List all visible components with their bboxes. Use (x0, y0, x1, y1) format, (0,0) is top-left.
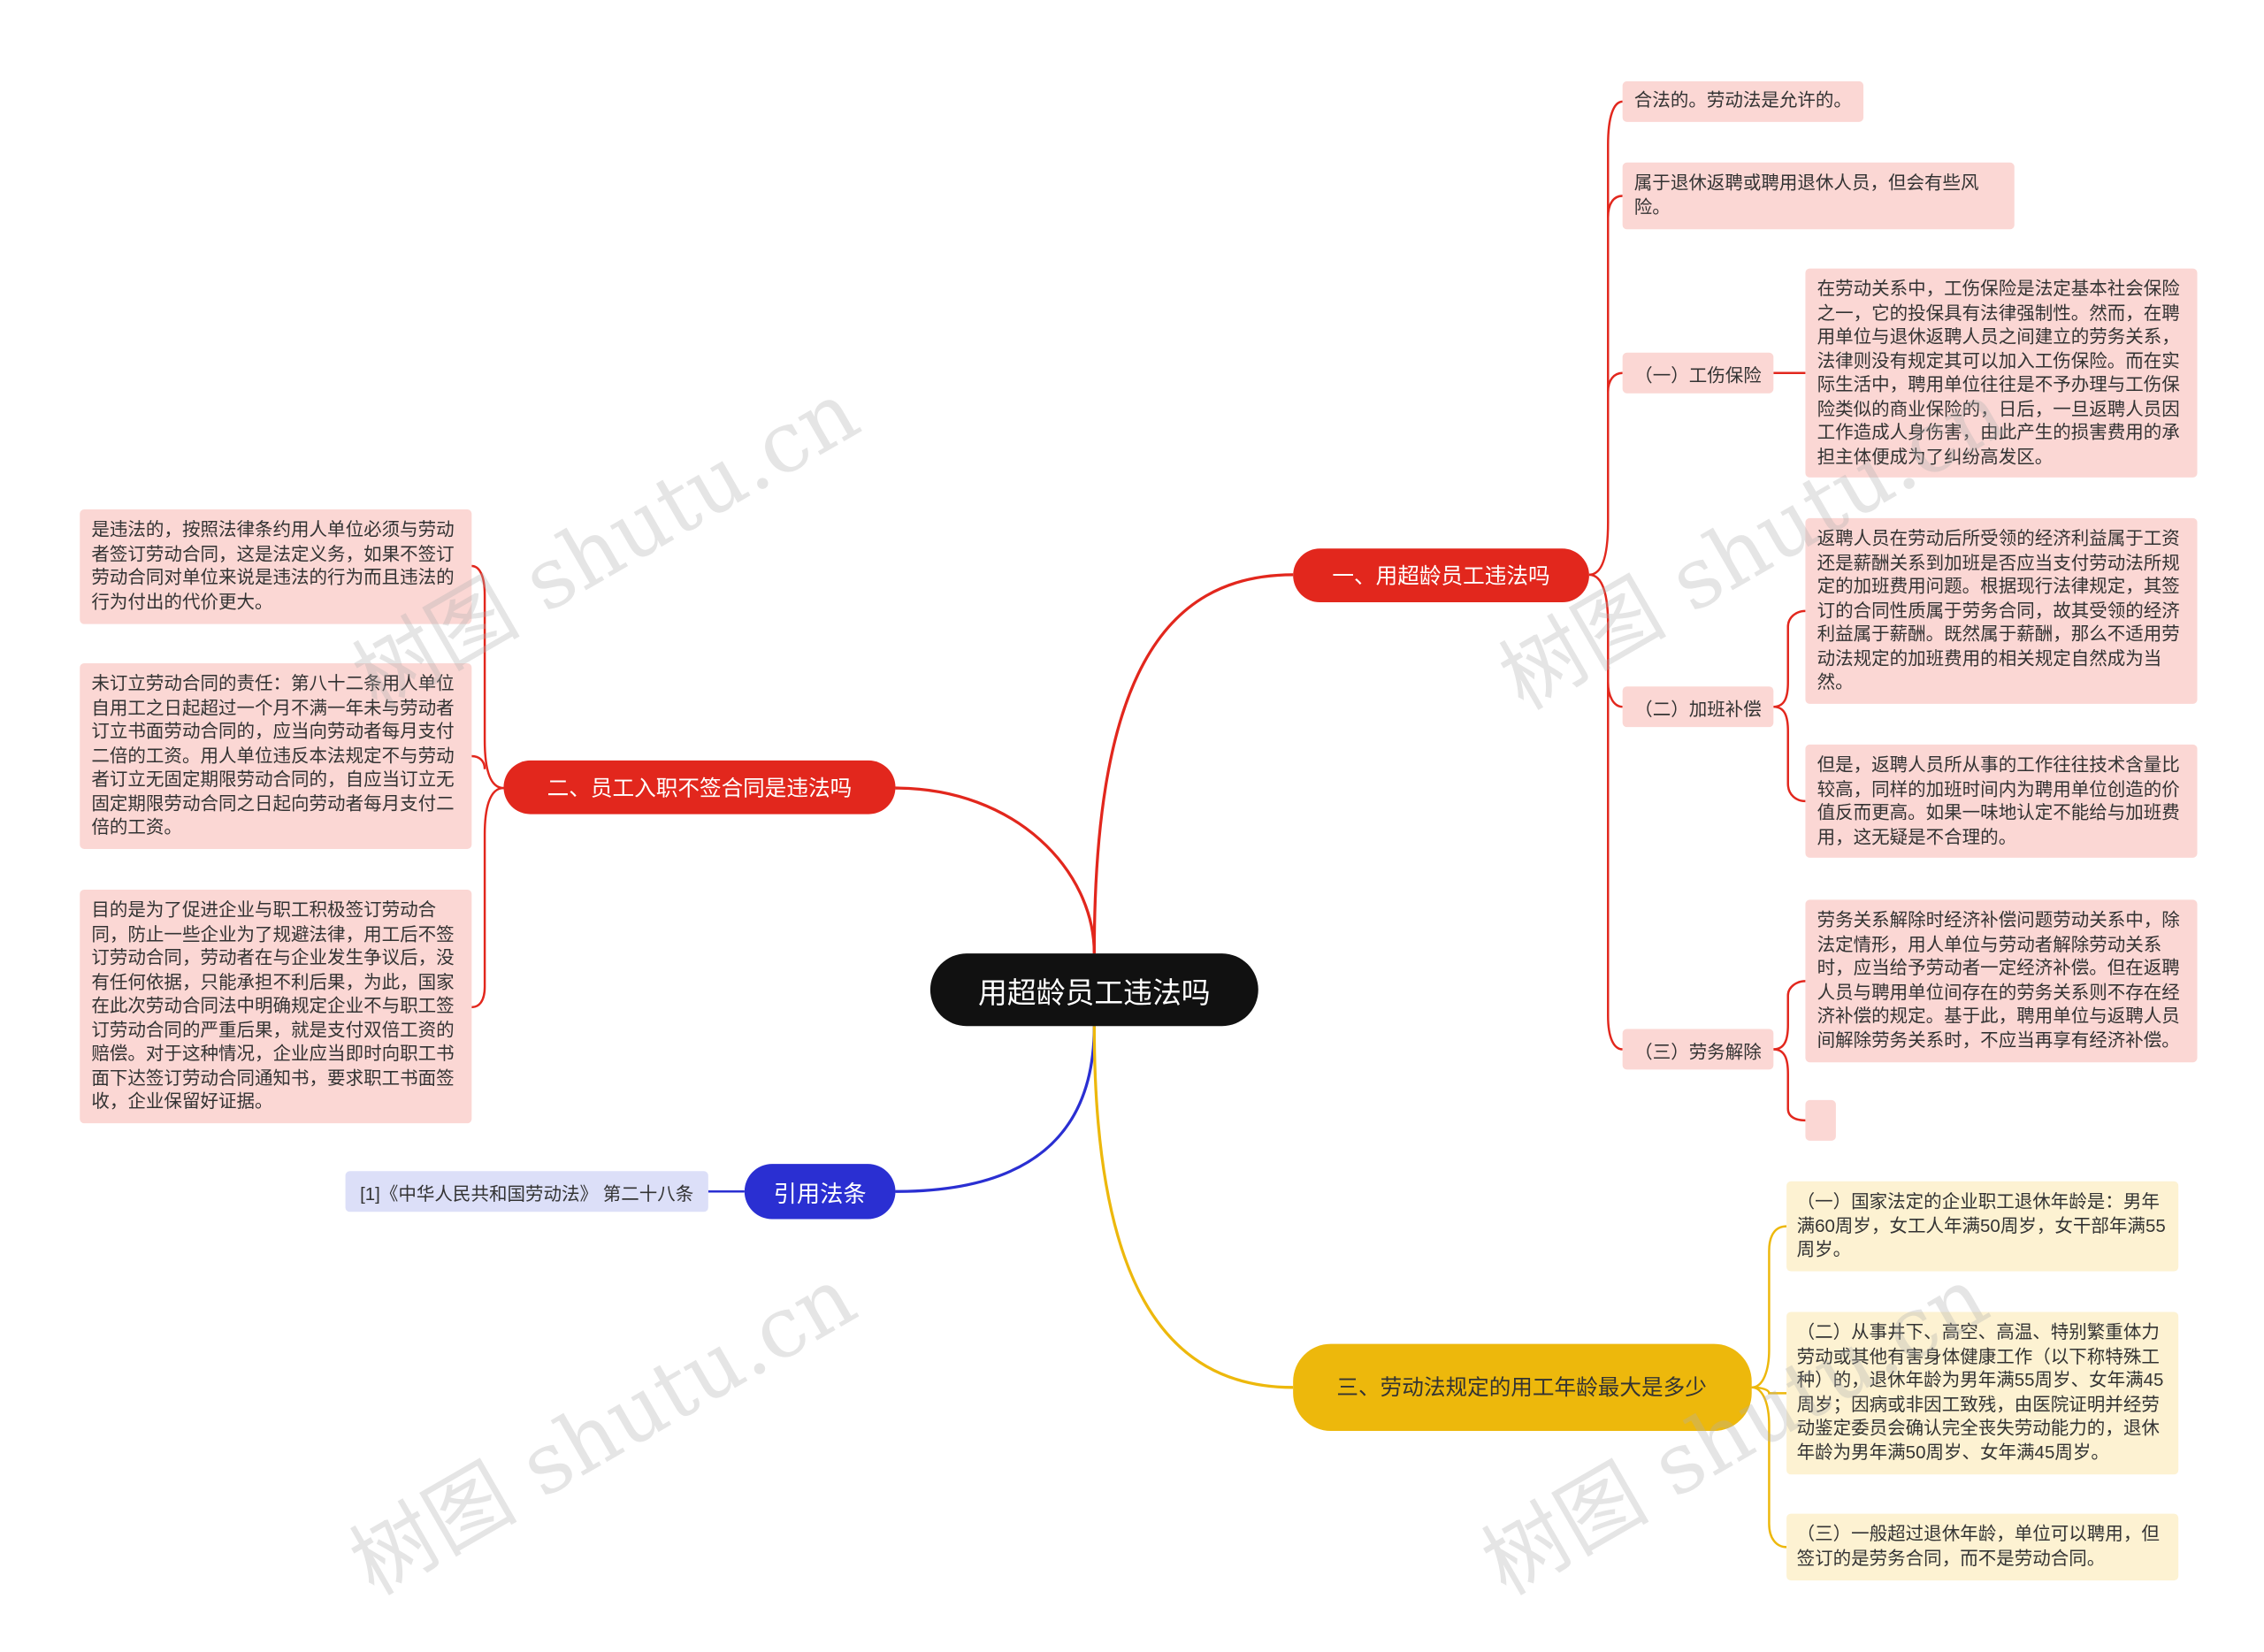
leaf-no-contract-liability[interactable]: 未订立劳动合同的责任：第八十二条用人单位自用工之日起超过一个月不满一年未与劳动者… (80, 662, 472, 850)
branch-citation[interactable]: 引用法条 (744, 1164, 896, 1220)
link-root-branch1 (1092, 573, 1294, 954)
link-b2-leaf1 (471, 564, 504, 790)
link-b1-sub2 (1607, 682, 1623, 708)
link-b3-leaf3 (1751, 1386, 1787, 1549)
link-b3-leaf1 (1751, 1225, 1787, 1389)
leaf-termination-empty[interactable] (1805, 1099, 1836, 1141)
sub-overtime[interactable]: （二）加班补偿 (1622, 686, 1774, 728)
link-root-branch3 (1092, 1026, 1294, 1389)
link-root-citation (895, 1026, 1096, 1193)
leaf-labor-service[interactable]: （三）一般超过退休年龄，单位可以聘用，但签订的是劳务合同，而不是劳动合同。 (1786, 1513, 2179, 1581)
leaf-citation[interactable]: [1]《中华人民共和国劳动法》 第二十八条 (345, 1171, 708, 1212)
link-sub2-text1 (1773, 609, 1806, 708)
leaf-special-work[interactable]: （二）从事井下、高空、高温、特别繁重体力劳动或其他有害身体健康工作（以下称特殊工… (1786, 1312, 2179, 1475)
sub-termination[interactable]: （三）劳务解除 (1622, 1029, 1774, 1070)
leaf-legal[interactable]: 合法的。劳动法是允许的。 (1622, 80, 1864, 122)
link-b1-legal (1588, 100, 1623, 577)
link-b1-sub1 (1607, 371, 1623, 393)
link-root-branch2 (895, 786, 1096, 954)
leaf-termination-text[interactable]: 劳务关系解除时经济补偿问题劳动关系中，除法定情形，用人单位与劳动者解除劳动关系时… (1805, 899, 2198, 1063)
link-b1-sub3 (1588, 573, 1623, 1051)
branch-overage-employees[interactable]: 一、用超龄员工违法吗 (1293, 548, 1589, 603)
link-b2-leaf3 (471, 786, 504, 1009)
link-b1-retiree (1607, 195, 1623, 218)
leaf-retirement-age[interactable]: （一）国家法定的企业职工退休年龄是：男年满60周岁，女工人年满50周岁，女干部年… (1786, 1181, 2179, 1272)
link-b2-leaf2 (471, 754, 486, 769)
leaf-retiree-risk[interactable]: 属于退休返聘或聘用退休人员，但会有些风险。 (1622, 162, 2015, 230)
sub-work-injury[interactable]: （一）工伤保险 (1622, 352, 1774, 394)
leaf-no-contract-purpose[interactable]: 目的是为了促进企业与职工积极签订劳动合同，防止一些企业为了规避法律，用工后不签订… (80, 889, 472, 1124)
leaf-overtime-text-1[interactable]: 返聘人员在劳动后所受领的经济利益属于工资还是薪酬关系到加班是否应当支付劳动法所规… (1805, 517, 2198, 704)
leaf-overtime-text-2[interactable]: 但是，返聘人员所从事的工作往往技术含量比较高，同样的加班时间内为聘用单位创造的价… (1805, 744, 2198, 858)
leaf-no-contract-illegal[interactable]: 是违法的，按照法律条约用人单位必须与劳动者签订劳动合同，这是法定义务，如果不签订… (80, 509, 472, 624)
link-sub3-text2 (1773, 1048, 1806, 1122)
link-sub2-text2 (1773, 705, 1806, 803)
leaf-work-injury-text[interactable]: 在劳动关系中，工伤保险是法定基本社会保险之一，它的投保具有法律强制性。然而，在聘… (1805, 268, 2198, 478)
root-node[interactable]: 用超龄员工违法吗 (929, 953, 1258, 1027)
branch-no-contract[interactable]: 二、员工入职不签合同是违法吗 (503, 760, 896, 815)
branch-max-age[interactable]: 三、劳动法规定的用工年龄最大是多少 (1293, 1343, 1752, 1432)
link-sub3-text1 (1773, 980, 1806, 1051)
